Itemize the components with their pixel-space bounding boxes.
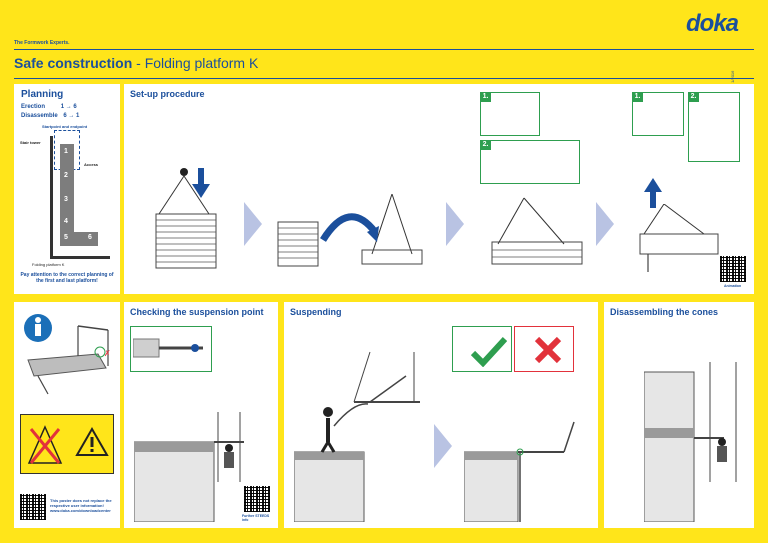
disassemble-label: Disassemble: [21, 113, 58, 119]
safety-platform-illustration: ✗: [24, 314, 111, 395]
disassembling-panel: Disassembling the cones: [604, 302, 754, 528]
planning-title: Planning: [21, 89, 64, 100]
title-main: Safe construction: [14, 55, 133, 71]
setup-badge-3: 1.: [632, 92, 643, 102]
rotate-arrow-icon: [320, 213, 379, 242]
plan-platform-column: [60, 144, 74, 246]
setup-title: Set-up procedure: [130, 89, 205, 99]
setup-detail-box-4: [688, 92, 740, 162]
svg-text:✗: ✗: [104, 349, 111, 358]
setup-step-stack-lift: [155, 168, 217, 269]
disassembling-drawing: [644, 362, 737, 522]
setup-qr-label: Animation: [724, 284, 742, 288]
tagline: The Formwork Experts.: [14, 40, 70, 46]
plan-platform-row: [60, 232, 98, 246]
checking-panel: Checking the suspension point Further ST…: [124, 302, 278, 528]
footer-note: This poster does not replace the respect…: [50, 498, 112, 513]
stair-tower-label: Stair tower: [20, 140, 41, 145]
planning-note: Pay attention to the correct planning of…: [20, 272, 114, 284]
startpoint-label: Startpoint and endpoint: [42, 124, 88, 129]
plan-number-6: 6: [88, 234, 92, 241]
suspend-correct-box: [452, 326, 512, 372]
setup-panel: Set-up procedure 1.: [124, 84, 754, 294]
no-hang-icon: [27, 425, 63, 464]
step-chevron-2: [446, 202, 464, 246]
header-rule-top: [14, 49, 754, 50]
folding-platform-label: Folding platform K: [32, 262, 65, 267]
checking-detail-box: [130, 326, 212, 372]
suspended-bracket-drawing: [464, 421, 575, 522]
title-sub: - Folding platform K: [132, 55, 259, 71]
setup-step-unfold: [491, 197, 583, 265]
setup-qr-code[interactable]: [720, 256, 746, 282]
suspending-crane-drawing: [294, 351, 420, 522]
suspend-chevron: [434, 424, 452, 468]
disassembling-title: Disassembling the cones: [610, 307, 719, 317]
warning-triangle-icon: [75, 427, 109, 456]
warning-panel: ✗ This poster does not replace the respe…: [14, 302, 120, 528]
checkmark-icon: [471, 336, 507, 367]
checking-section-drawing: [134, 412, 244, 522]
planning-panel: Planning Erection 1 → 6 Disassemble 6 → …: [14, 84, 120, 294]
setup-badge-1: 1.: [480, 92, 491, 102]
suspending-panel: Suspending: [284, 302, 598, 528]
suspend-wrong-box: [514, 326, 574, 372]
erection-row: Erection 1 → 6: [21, 104, 77, 110]
footer-qr-code[interactable]: [20, 494, 46, 520]
setup-step-rotate: [277, 194, 423, 267]
plan-number-4: 4: [64, 218, 68, 225]
warning-symbol-box: [20, 414, 114, 474]
setup-badge-4: 2.: [688, 92, 699, 102]
setup-badge-2: 2.: [480, 140, 491, 150]
plan-number-3: 3: [64, 196, 68, 203]
plan-number-2: 2: [64, 172, 68, 179]
further-info-qr[interactable]: [244, 486, 270, 512]
disassemble-row: Disassemble 6 → 1: [21, 113, 79, 119]
plan-wall-bottom: [50, 256, 110, 259]
down-arrow-icon: [192, 168, 210, 198]
header-rule-bottom: [14, 78, 754, 79]
step-chevron-1: [244, 202, 262, 246]
erection-value: 1 → 6: [60, 104, 77, 110]
plan-number-1: 1: [64, 148, 68, 155]
setup-step-finished: [639, 204, 719, 272]
plan-number-5: 5: [64, 234, 68, 241]
step-chevron-3: [596, 202, 614, 246]
cross-icon: [534, 336, 562, 364]
disassemble-value: 6 → 1: [63, 113, 80, 119]
up-arrow-icon: [644, 178, 662, 208]
page-title: Safe construction - Folding platform K: [14, 55, 258, 71]
access-label: Access: [84, 162, 99, 167]
plan-wall-left: [50, 136, 53, 256]
further-info-label: Further STEEDS info: [242, 514, 270, 522]
erection-label: Erection: [21, 104, 46, 110]
setup-detail-box-2: [480, 140, 580, 184]
anchor-bolt-detail: [133, 338, 203, 358]
brand-logo: doka: [686, 10, 739, 37]
checking-title: Checking the suspension point: [130, 307, 264, 317]
suspending-title: Suspending: [290, 307, 342, 317]
